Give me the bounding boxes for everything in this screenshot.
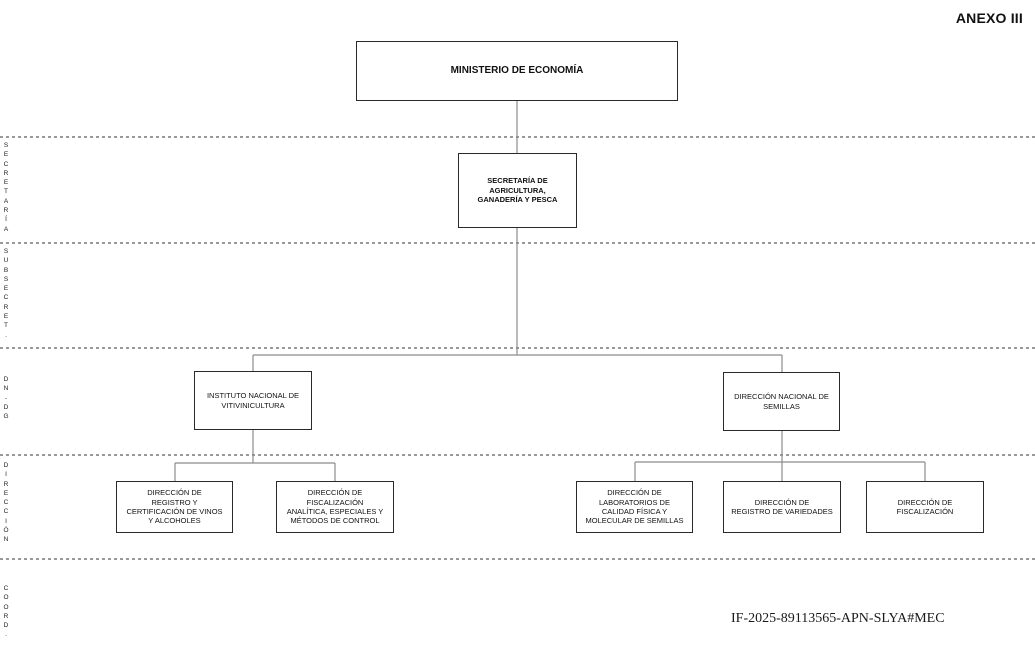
annex-label: ANEXO III xyxy=(955,10,1023,26)
inase-child-box: DIRECCIÓN DE LABORATORIOS DE CALIDAD FÍS… xyxy=(576,481,693,533)
band-label-dn-dg: D N - D G xyxy=(3,376,9,421)
document-id: IF-2025-89113565-APN-SLYA#MEC xyxy=(731,611,945,626)
inase-box: DIRECCIÓN NACIONAL DE SEMILLAS xyxy=(723,372,840,431)
inv-child-box: DIRECCIÓN DE FISCALIZACIÓN ANALÍTICA, ES… xyxy=(276,481,394,533)
inase-child-box: DIRECCIÓN DE REGISTRO DE VARIEDADES xyxy=(723,481,841,533)
band-label-coord: C O O R D . xyxy=(3,585,9,639)
inv-box: INSTITUTO NACIONAL DE VITIVINICULTURA xyxy=(194,371,312,430)
ministry-box: MINISTERIO DE ECONOMÍA xyxy=(356,41,678,101)
secretariat-box: SECRETARÍA DE AGRICULTURA, GANADERÍA Y P… xyxy=(458,153,577,228)
band-label-direccion: D I R E C C I Ó N xyxy=(3,462,9,544)
inase-child-box: DIRECCIÓN DE FISCALIZACIÓN xyxy=(866,481,984,533)
band-label-secretaria: S E C R E T A R Í A xyxy=(3,142,9,233)
inv-child-box: DIRECCIÓN DE REGISTRO Y CERTIFICACIÓN DE… xyxy=(116,481,233,533)
band-label-subsecretaria: S U B S E C R E T . xyxy=(3,248,9,339)
